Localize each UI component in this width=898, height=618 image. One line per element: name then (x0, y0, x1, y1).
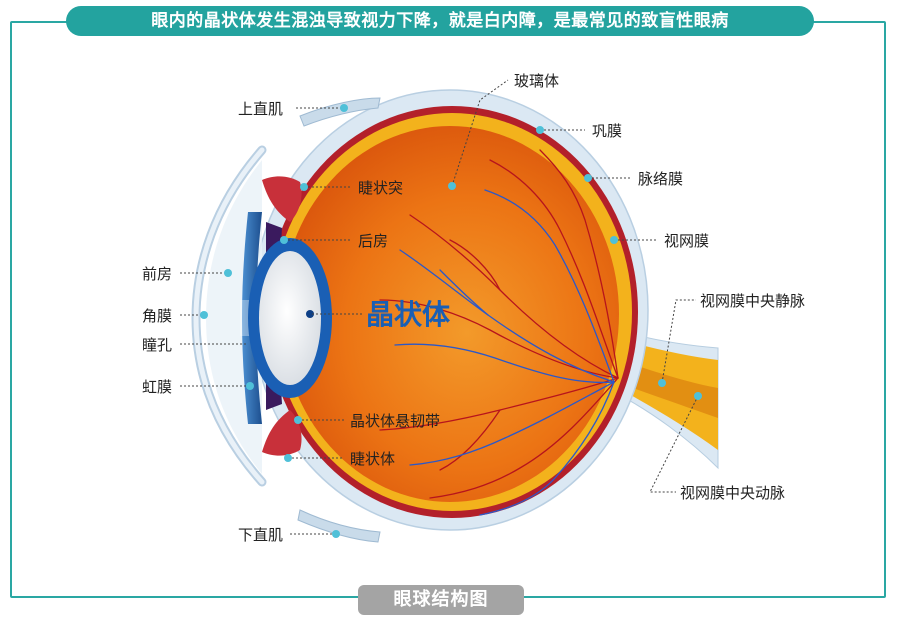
title-banner: 眼内的晶状体发生混浊导致视力下降，就是白内障，是最常见的致盲性眼病 (66, 6, 814, 36)
label-central-retinal-vein: 视网膜中央静脉 (700, 292, 805, 310)
ciliary-body-top (262, 176, 302, 222)
superior-rectus-muscle (299, 97, 381, 127)
optic-nerve-core (620, 360, 718, 418)
label-ciliary-body: 睫状体 (350, 450, 395, 468)
label-lens: 晶状体 (366, 298, 451, 331)
label-choroid: 脉络膜 (638, 170, 683, 188)
label-anterior-chamber: 前房 (142, 265, 172, 283)
label-inferior-rectus: 下直肌 (238, 526, 283, 544)
retinal-vessels (379, 149, 619, 516)
label-cornea: 角膜 (142, 307, 172, 325)
label-zonule: 晶状体悬韧带 (350, 412, 440, 430)
ciliary-body-bottom (262, 410, 302, 456)
label-vitreous-body: 玻璃体 (514, 72, 559, 90)
lens-body (259, 251, 321, 385)
label-central-retinal-artery: 视网膜中央动脉 (680, 484, 785, 502)
label-sclera: 巩膜 (592, 122, 622, 140)
lens-marker (306, 310, 314, 318)
label-dots (200, 104, 702, 538)
label-pupil: 瞳孔 (142, 336, 172, 354)
leader-lines (180, 79, 699, 535)
label-iris: 虹膜 (142, 378, 172, 396)
label-superior-rectus: 上直肌 (238, 100, 283, 118)
label-posterior-chamber: 后房 (358, 232, 388, 250)
label-retina: 视网膜 (664, 232, 709, 250)
inferior-rectus-muscle (297, 509, 381, 543)
diagram-caption: 眼球结构图 (358, 585, 524, 615)
cornea-inner (193, 147, 265, 485)
label-ciliary-process: 睫状突 (358, 179, 403, 197)
